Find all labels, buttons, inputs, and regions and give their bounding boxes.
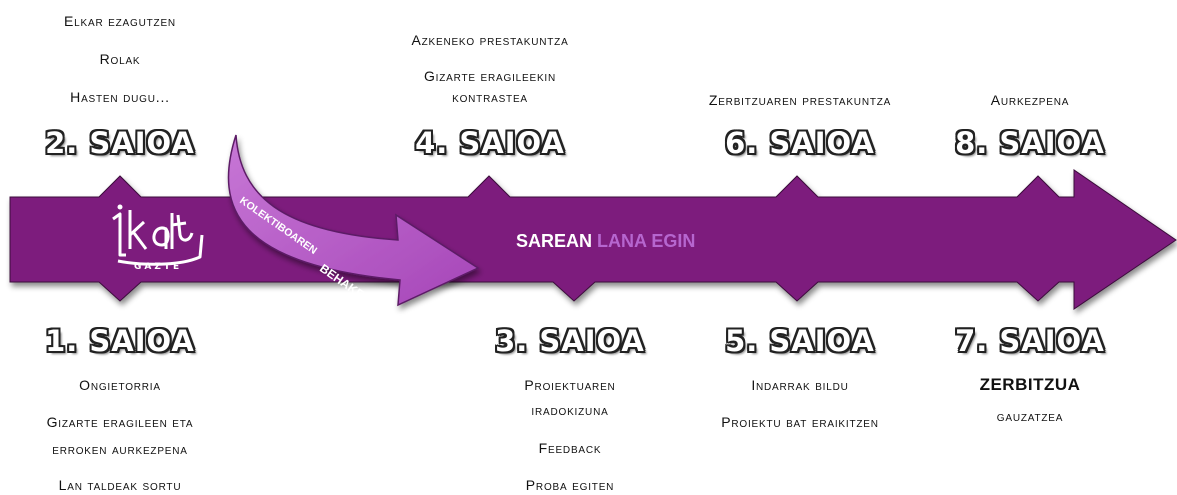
s5-line-1: Indarrak bildu <box>751 377 849 393</box>
center-label: SAREAN LANA EGIN <box>516 231 695 252</box>
s1-line-1: Ongietorria <box>79 377 161 393</box>
svg-text:GAZTE: GAZTE <box>134 262 182 272</box>
center-label-part1: SAREAN <box>516 231 593 251</box>
s4-line-2: Gizarte eragileekin <box>423 68 557 84</box>
ikas-gazte-logo: GAZTE <box>112 204 204 272</box>
observation-curve-arrow <box>227 134 480 307</box>
center-label-part2: LANA EGIN <box>597 231 696 251</box>
session-5-title: 5. SAIOA <box>725 324 875 358</box>
session-3-title: 3. SAIOA <box>495 324 645 358</box>
s3-line-2: iradokizuna <box>531 402 609 418</box>
session-4-title: 4. SAIOA <box>415 126 565 160</box>
s1-line-3: erroken aurkezpena <box>52 441 188 457</box>
session-7-title: 7. SAIOA <box>955 324 1105 358</box>
s2-line-1: Elkar ezagutzen <box>64 13 176 29</box>
s6-line-1: Zerbitzuaren prestakuntza <box>708 92 892 108</box>
session-6-title: 6. SAIOA <box>725 126 875 160</box>
s3-line-4: Proba egiten <box>525 477 615 493</box>
s1-line-2: Gizarte eragileen eta <box>46 414 194 430</box>
s2-line-3: Hasten dugu... <box>70 89 170 105</box>
s1-line-4: Lan taldeak sortu <box>58 477 182 493</box>
s2-line-2: Rolak <box>99 51 141 67</box>
session-8-title: 8. SAIOA <box>955 126 1105 160</box>
s5-line-2: Proiektu bat eraikitzen <box>721 414 879 430</box>
s3-line-1: Proiektuaren <box>524 377 616 393</box>
s8-line-1: Aurkezpena <box>990 92 1070 108</box>
s3-line-3: Feedback <box>538 440 602 456</box>
s7-line-2: gauzatzea <box>996 408 1064 424</box>
session-1-title: 1. SAIOA <box>45 324 195 358</box>
main-arrow <box>9 169 1177 310</box>
s7-line-1: ZERBITZUA <box>979 375 1081 394</box>
s4-line-3: kontrastea <box>452 89 528 105</box>
s4-line-1: Azkeneko prestakuntza <box>411 32 569 48</box>
session-2-title: 2. SAIOA <box>45 126 195 160</box>
